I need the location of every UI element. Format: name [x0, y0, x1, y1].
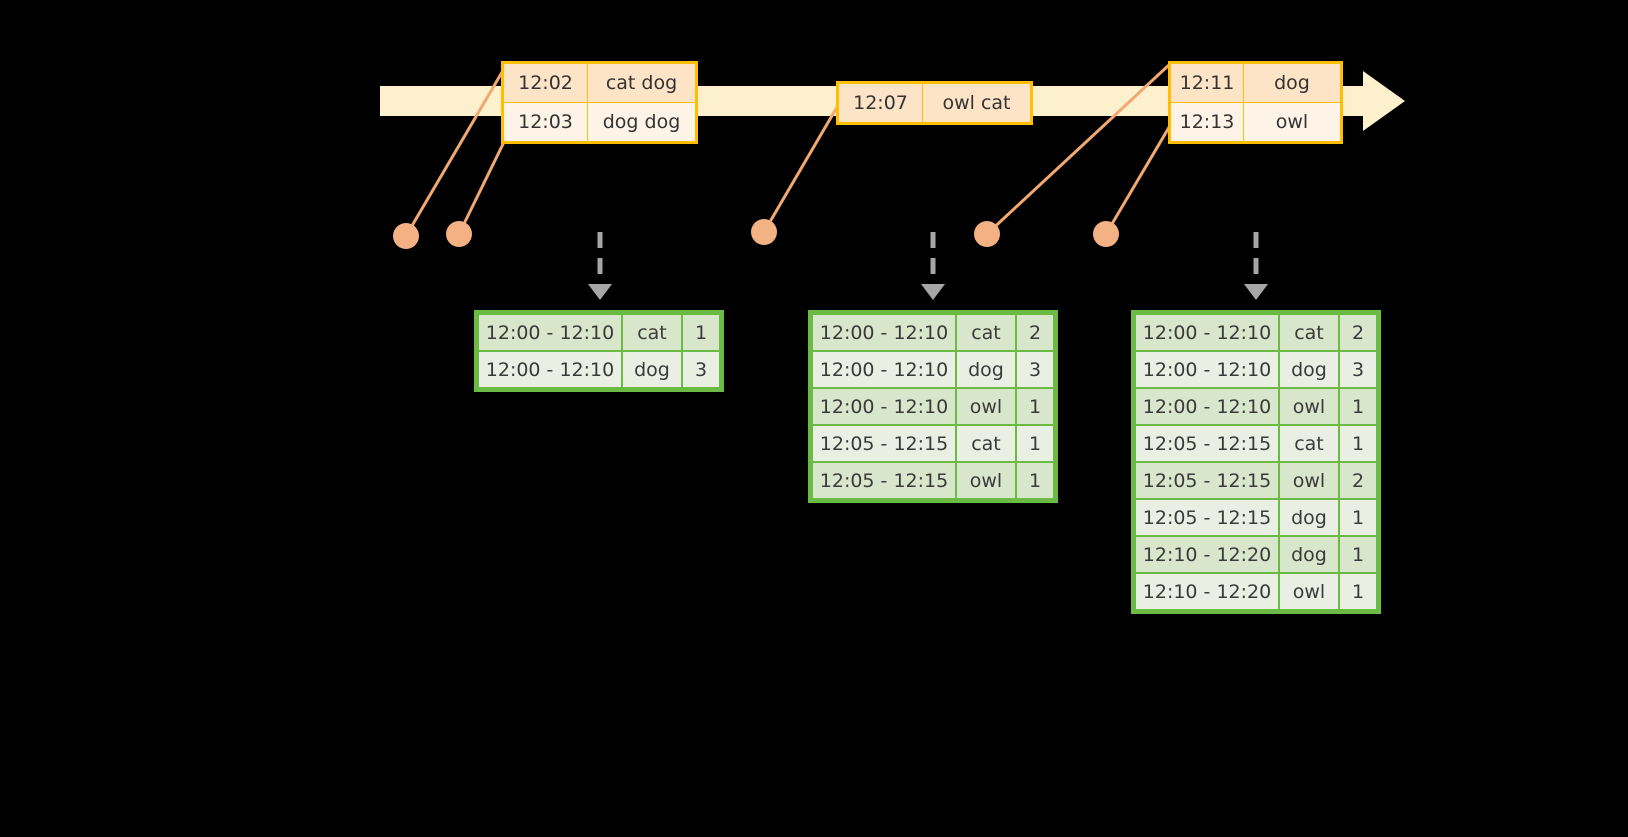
- count-cell: 1: [1340, 574, 1376, 609]
- word-cell: dog: [957, 352, 1015, 387]
- window-cell: 12:05 - 12:15: [813, 463, 955, 498]
- word-cell: owl: [1280, 463, 1338, 498]
- window-cell: 12:05 - 12:15: [1136, 500, 1278, 535]
- event-words: dog dog: [588, 103, 695, 141]
- window-cell: 12:00 - 12:10: [479, 352, 621, 387]
- word-cell: cat: [957, 426, 1015, 461]
- word-cell: cat: [623, 315, 681, 350]
- count-cell: 2: [1340, 315, 1376, 350]
- count-cell: 3: [1340, 352, 1376, 387]
- count-cell: 1: [1340, 389, 1376, 424]
- count-cell: 1: [1340, 537, 1376, 572]
- word-cell: dog: [623, 352, 681, 387]
- window-cell: 12:00 - 12:10: [1136, 352, 1278, 387]
- count-cell: 3: [1017, 352, 1053, 387]
- stream-dot-3: [751, 219, 777, 245]
- stream-dot-4: [974, 221, 1000, 247]
- count-cell: 1: [1340, 500, 1376, 535]
- window-cell: 12:00 - 12:10: [813, 389, 955, 424]
- window-cell: 12:00 - 12:10: [1136, 315, 1278, 350]
- count-cell: 1: [1017, 426, 1053, 461]
- word-cell: owl: [1280, 574, 1338, 609]
- word-cell: cat: [1280, 426, 1338, 461]
- event-box-1: 12:02 cat dog 12:03 dog dog: [501, 61, 698, 144]
- event-row: 12:07 owl cat: [839, 84, 1030, 122]
- event-words: cat dog: [588, 64, 695, 102]
- event-words: dog: [1244, 64, 1340, 102]
- window-cell: 12:05 - 12:15: [1136, 463, 1278, 498]
- connector-line-3: [762, 101, 842, 233]
- connector-line-2: [457, 139, 507, 235]
- stream-dot-2: [446, 221, 472, 247]
- count-cell: 2: [1017, 315, 1053, 350]
- word-cell: dog: [1280, 500, 1338, 535]
- word-cell: owl: [1280, 389, 1338, 424]
- word-cell: dog: [1280, 537, 1338, 572]
- window-cell: 12:10 - 12:20: [1136, 537, 1278, 572]
- event-row: 12:02 cat dog: [504, 64, 695, 102]
- count-cell: 1: [1340, 426, 1376, 461]
- count-cell: 1: [1017, 463, 1053, 498]
- window-cell: 12:00 - 12:10: [479, 315, 621, 350]
- window-cell: 12:10 - 12:20: [1136, 574, 1278, 609]
- event-box-2: 12:07 owl cat: [836, 81, 1033, 125]
- timeline-arrowhead-icon: [1363, 71, 1405, 131]
- event-row: 12:13 owl: [1171, 102, 1340, 141]
- event-time: 12:03: [504, 103, 588, 141]
- dashed-arrow-2-head-icon: [921, 284, 945, 300]
- dashed-arrow-3-head-icon: [1244, 284, 1268, 300]
- event-time: 12:07: [839, 84, 923, 122]
- event-time: 12:13: [1171, 103, 1244, 141]
- event-box-3: 12:11 dog 12:13 owl: [1168, 61, 1343, 144]
- window-cell: 12:00 - 12:10: [1136, 389, 1278, 424]
- window-cell: 12:05 - 12:15: [1136, 426, 1278, 461]
- window-cell: 12:00 - 12:10: [813, 315, 955, 350]
- window-cell: 12:00 - 12:10: [813, 352, 955, 387]
- count-cell: 1: [1017, 389, 1053, 424]
- event-row: 12:03 dog dog: [504, 102, 695, 141]
- event-time: 12:11: [1171, 64, 1244, 102]
- stream-dot-1: [393, 223, 419, 249]
- count-cell: 1: [683, 315, 719, 350]
- word-cell: cat: [1280, 315, 1338, 350]
- word-cell: owl: [957, 463, 1015, 498]
- count-cell: 3: [683, 352, 719, 387]
- event-row: 12:11 dog: [1171, 64, 1340, 102]
- window-cell: 12:05 - 12:15: [813, 426, 955, 461]
- stream-dot-5: [1093, 221, 1119, 247]
- count-cell: 2: [1340, 463, 1376, 498]
- event-time: 12:02: [504, 64, 588, 102]
- dashed-arrow-1-head-icon: [588, 284, 612, 300]
- word-cell: dog: [1280, 352, 1338, 387]
- word-cell: cat: [957, 315, 1015, 350]
- event-words: owl: [1244, 103, 1340, 141]
- connector-line-5: [1104, 123, 1173, 235]
- event-words: owl cat: [923, 84, 1030, 122]
- word-cell: owl: [957, 389, 1015, 424]
